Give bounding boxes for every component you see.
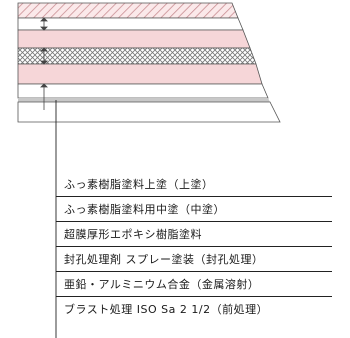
layer-blast-band: [17, 83, 269, 99]
layer-label-epoxy: 超膜厚形エポキシ樹脂塗料: [56, 222, 332, 247]
layer-label-sealer: 封孔処理剤 スプレー塗装（封孔処理）: [56, 247, 332, 272]
substrate-base: [17, 101, 281, 123]
layer-label-midcoat: ふっ素樹脂塗料用中塗（中塗）: [56, 197, 332, 222]
layer-label-metal-spray: 亜鉛・アルミニウム合金（金属溶射）: [56, 272, 332, 297]
layer-sealer-band: [17, 47, 257, 65]
thickness-arrows: [40, 17, 48, 110]
layer-topcoat-band: [17, 2, 239, 19]
layer-label-blast: ブラスト処理 ISO Sa 2 1/2（前処理）: [64, 303, 269, 316]
layer-metal-spray-band: [17, 63, 263, 85]
layer-epoxy-band: [17, 29, 251, 49]
layer-midcoat-band: [17, 17, 244, 31]
substrate-band: [18, 98, 270, 102]
layer-label-topcoat: ふっ素樹脂塗料上塗（上塗）: [56, 172, 332, 197]
